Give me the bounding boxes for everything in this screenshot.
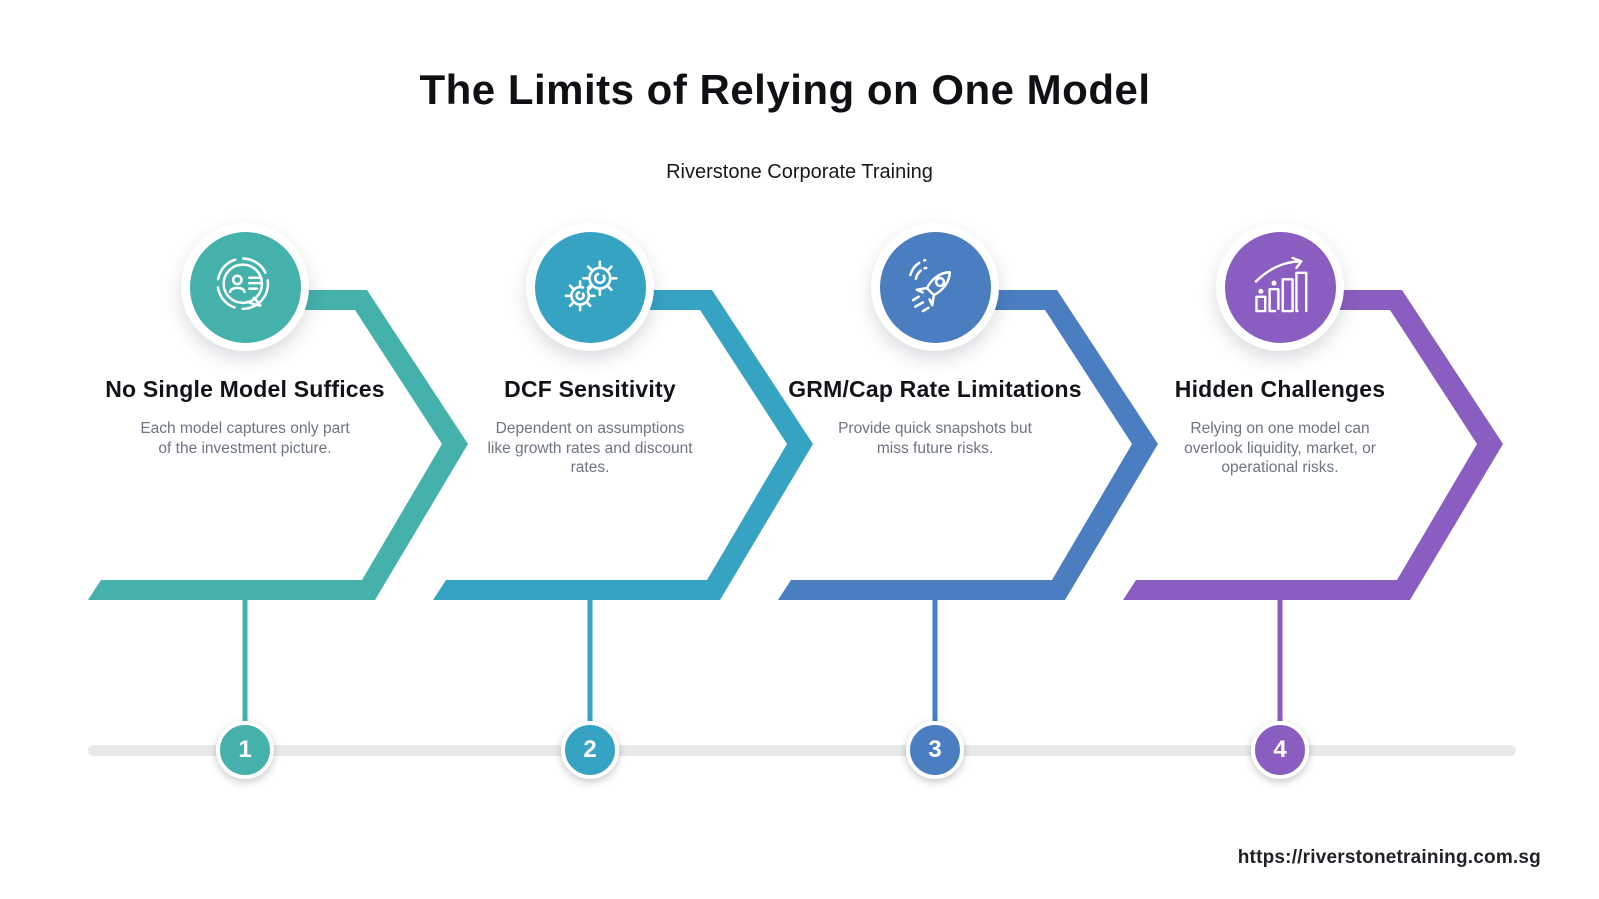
step-2-title: DCF Sensitivity: [504, 376, 676, 402]
step-2-number: 2: [583, 736, 597, 763]
step-1-title: No Single Model Suffices: [105, 376, 385, 402]
timeline-track: [88, 745, 1516, 756]
step-2-icon-circle: [534, 231, 646, 343]
step-4-icon-badge: [1216, 223, 1344, 351]
step-4-title: Hidden Challenges: [1174, 376, 1386, 402]
page-title: The Limits of Relying on One Model: [419, 66, 1151, 113]
step-3-number-badge: 3: [906, 721, 964, 779]
rocket-icon: [909, 258, 951, 313]
connector-line-2: [587, 600, 593, 723]
step-3-title: GRM/Cap Rate Limitations: [788, 376, 1082, 402]
step-1-number-badge: 1: [216, 721, 274, 779]
chat-profile-icon: [216, 257, 270, 311]
step-3-number: 3: [928, 736, 942, 763]
bar-chart-growth-icon: [1254, 256, 1308, 313]
step-2-description: Dependent on assumptions like growth rat…: [487, 420, 693, 477]
step-4-number: 4: [1273, 736, 1287, 763]
step-4-icon-circle: [1224, 231, 1336, 343]
step-4-description: Relying on one model can overlook liquid…: [1184, 420, 1376, 477]
step-3-description: Provide quick snapshots but miss future …: [838, 420, 1032, 457]
connector-line-3: [932, 600, 938, 723]
gears-icon: [564, 260, 618, 312]
step-2-number-badge: 2: [561, 721, 619, 779]
step-4-number-badge: 4: [1251, 721, 1309, 779]
footer-url[interactable]: https://riverstonetraining.com.sg: [1237, 847, 1541, 868]
connector-line-4: [1277, 600, 1283, 723]
step-3-icon-circle: [879, 231, 991, 343]
step-1-description: Each model captures only part of the inv…: [140, 420, 350, 457]
step-1-number: 1: [238, 736, 252, 763]
step-2-icon-badge: [526, 223, 654, 351]
step-1-icon-circle: [189, 231, 301, 343]
step-3-icon-badge: [871, 223, 999, 351]
connector-line-1: [242, 600, 248, 723]
step-1-icon-badge: [181, 223, 309, 351]
page-subtitle: Riverstone Corporate Training: [666, 161, 933, 183]
